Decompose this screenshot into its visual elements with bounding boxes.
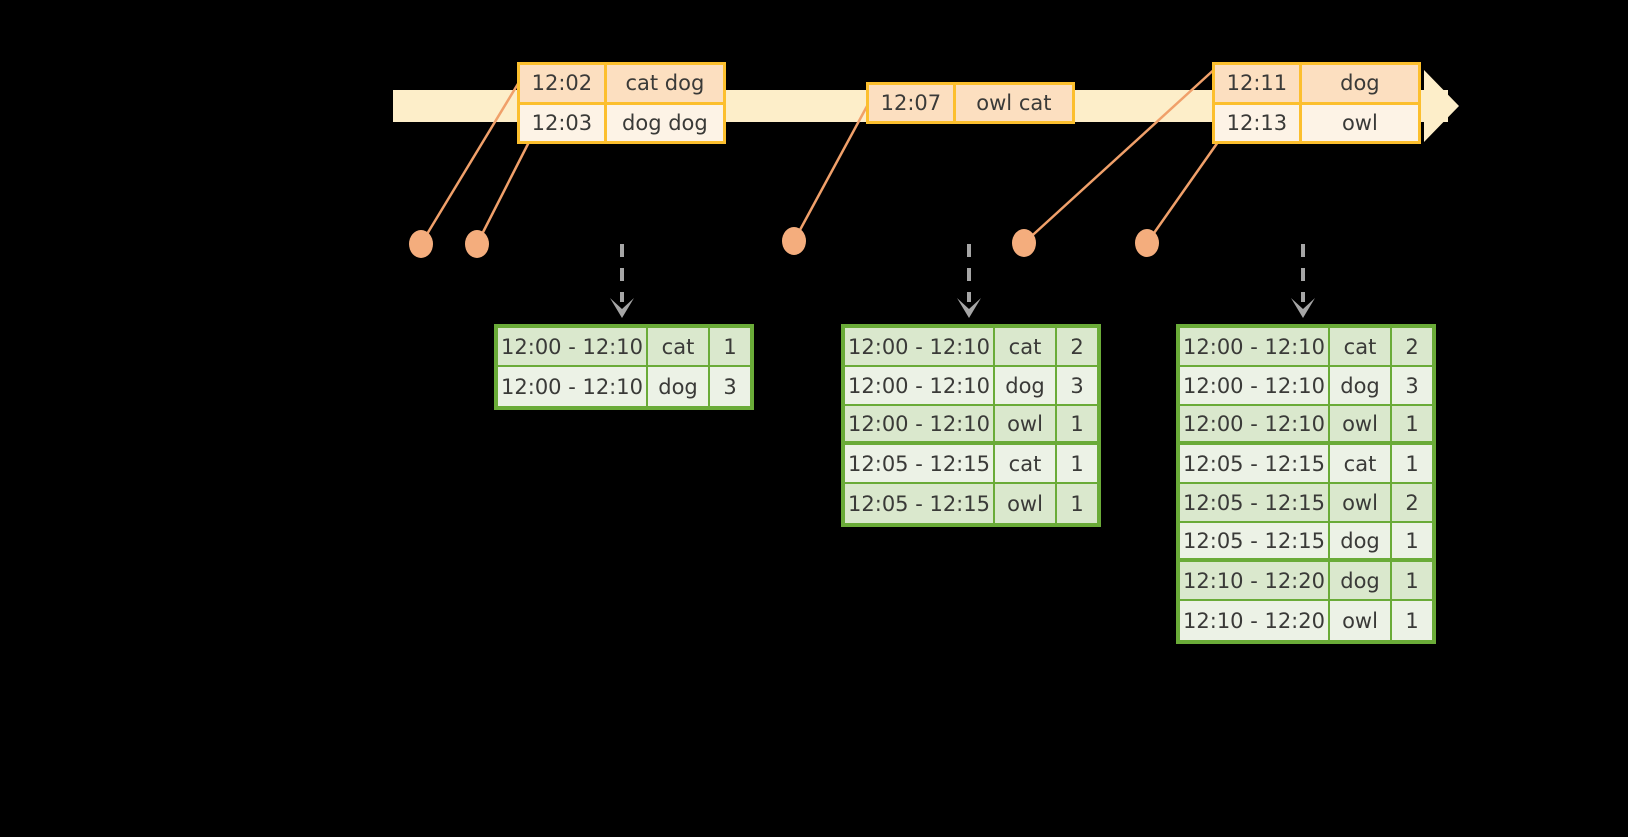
- result-count: 3: [710, 367, 750, 406]
- event-time: 12:13: [1215, 104, 1302, 141]
- event-box-3: 12:11 dog 12:13 owl: [1212, 62, 1421, 144]
- result-window: 12:00 - 12:10: [1180, 406, 1330, 441]
- result-count: 1: [710, 328, 750, 365]
- event-box-2: 12:07 owl cat: [866, 82, 1075, 124]
- event-dot-5: [1135, 229, 1159, 257]
- result-word: dog: [1330, 367, 1392, 404]
- result-window: 12:00 - 12:10: [845, 328, 995, 365]
- result-count: 3: [1392, 367, 1432, 404]
- event-dot-4: [1012, 229, 1036, 257]
- event-words: owl cat: [955, 85, 1072, 121]
- result-window: 12:00 - 12:10: [845, 367, 995, 404]
- event-box-1: 12:02 cat dog 12:03 dog dog: [517, 62, 726, 144]
- event-time: 12:02: [520, 65, 607, 102]
- result-window: 12:10 - 12:20: [1180, 562, 1330, 599]
- result-count: 2: [1392, 484, 1432, 521]
- event-row: 12:13 owl: [1215, 101, 1418, 141]
- emit-arrow-2: [957, 244, 981, 318]
- result-window: 12:05 - 12:15: [845, 484, 995, 523]
- event-words: dog: [1301, 65, 1418, 102]
- result-count: 1: [1392, 445, 1432, 482]
- result-window: 12:05 - 12:15: [1180, 484, 1330, 521]
- result-count: 1: [1057, 406, 1097, 441]
- result-word: cat: [648, 328, 710, 365]
- result-window: 12:00 - 12:10: [1180, 367, 1330, 404]
- event-row: 12:11 dog: [1215, 65, 1418, 102]
- event-words: owl: [1301, 104, 1418, 141]
- result-window: 12:05 - 12:15: [1180, 445, 1330, 482]
- emit-arrow-1: [610, 244, 634, 318]
- result-word: cat: [995, 328, 1057, 365]
- result-count: 1: [1057, 484, 1097, 523]
- event-time: 12:03: [520, 104, 607, 141]
- result-word: cat: [995, 445, 1057, 482]
- event-dot-1: [409, 230, 433, 258]
- result-word: dog: [995, 367, 1057, 404]
- connector-2: [475, 139, 532, 245]
- result-count: 2: [1392, 328, 1432, 365]
- event-time: 12:07: [869, 85, 956, 121]
- result-window: 12:00 - 12:10: [498, 328, 648, 365]
- result-word: dog: [1330, 562, 1392, 599]
- result-word: cat: [1330, 328, 1392, 365]
- event-words: cat dog: [606, 65, 723, 102]
- result-count: 1: [1392, 562, 1432, 599]
- result-count: 2: [1057, 328, 1097, 365]
- event-row: 12:03 dog dog: [520, 101, 723, 141]
- result-word: dog: [648, 367, 710, 406]
- result-count: 3: [1057, 367, 1097, 404]
- event-dot-3: [782, 227, 806, 255]
- result-word: dog: [1330, 523, 1392, 558]
- event-words: dog dog: [606, 104, 723, 141]
- result-count: 1: [1392, 523, 1432, 558]
- result-word: owl: [1330, 601, 1392, 640]
- result-word: owl: [1330, 484, 1392, 521]
- result-window: 12:00 - 12:10: [498, 367, 648, 406]
- result-window: 12:00 - 12:10: [845, 406, 995, 441]
- result-count: 1: [1057, 445, 1097, 482]
- connector-5: [1145, 141, 1220, 244]
- result-count: 1: [1392, 406, 1432, 441]
- result-word: owl: [995, 406, 1057, 441]
- result-window: 12:10 - 12:20: [1180, 601, 1330, 640]
- result-window: 12:05 - 12:15: [845, 445, 995, 482]
- result-word: owl: [995, 484, 1057, 523]
- timeline-arrow-head: [1424, 70, 1459, 142]
- result-window: 12:00 - 12:10: [1180, 328, 1330, 365]
- event-row: 12:02 cat dog: [520, 65, 723, 102]
- emit-arrow-3: [1291, 244, 1315, 318]
- event-time: 12:11: [1215, 65, 1302, 102]
- result-word: owl: [1330, 406, 1392, 441]
- result-window: 12:05 - 12:15: [1180, 523, 1330, 558]
- event-row: 12:07 owl cat: [869, 85, 1072, 121]
- result-word: cat: [1330, 445, 1392, 482]
- result-count: 1: [1392, 601, 1432, 640]
- event-dot-2: [465, 230, 489, 258]
